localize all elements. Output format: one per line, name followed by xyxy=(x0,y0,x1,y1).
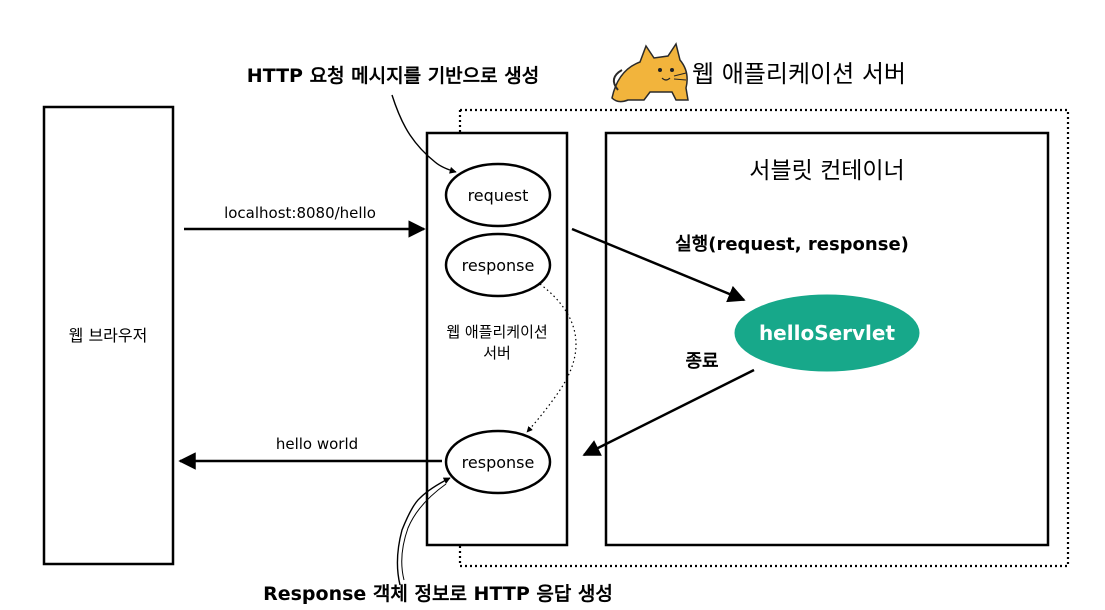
request-object xyxy=(444,162,552,228)
bottom-annotation: Response 객체 정보로 HTTP 응답 생성 xyxy=(263,583,613,605)
response-object-label: response xyxy=(462,256,535,275)
hello-servlet-label: helloServlet xyxy=(759,321,896,345)
execute-label: 실행(request, response) xyxy=(675,234,909,255)
bottom-annotation-arrow xyxy=(396,477,451,586)
response-object xyxy=(444,232,552,298)
servlet-container-title: 서블릿 컨테이너 xyxy=(749,158,904,184)
was-inner-label-line1: 웹 애플리케이션 xyxy=(446,323,547,341)
tomcat-cat-icon xyxy=(611,42,689,103)
top-annotation-arrow xyxy=(391,94,457,174)
finish-arrow xyxy=(582,368,755,457)
request-url-label: localhost:8080/hello xyxy=(224,204,376,222)
response-output-object xyxy=(444,429,552,495)
response-output-label: response xyxy=(462,453,535,472)
response-body-label: hello world xyxy=(276,435,358,453)
web-browser-label: 웹 브라우저 xyxy=(69,326,148,345)
server-boundary xyxy=(458,108,1070,568)
finish-label: 종료 xyxy=(685,351,718,372)
hello-servlet xyxy=(734,294,920,372)
execute-arrow xyxy=(571,227,746,303)
was-inner-label-line2: 서버 xyxy=(483,344,511,362)
request-object-label: request xyxy=(468,186,529,205)
server-title: 웹 애플리케이션 서버 xyxy=(692,60,906,88)
top-annotation: HTTP 요청 메시지를 기반으로 생성 xyxy=(247,65,539,87)
web-browser-box xyxy=(42,105,175,566)
